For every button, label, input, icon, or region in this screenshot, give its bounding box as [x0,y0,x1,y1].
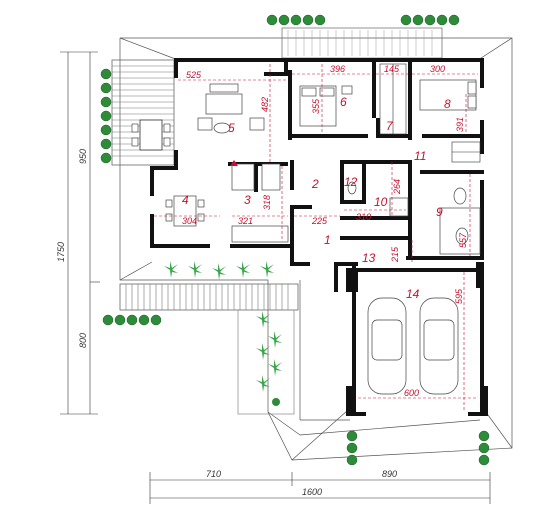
left-deck [111,59,175,166]
bottom-deck [119,283,299,415]
room-9-label: 9 [436,205,443,219]
dim-890: 890 [382,469,397,479]
dim-310: 310 [356,212,371,222]
top-terrace [281,27,443,59]
room-5-label: 5 [228,121,235,135]
room-14-label: 14 [406,287,420,301]
dim-710: 710 [206,469,221,479]
dim-482: 482 [260,97,270,112]
dim-355: 355 [311,98,321,114]
room-3-label: 3 [244,193,251,207]
shrubs [100,14,490,466]
outer-dimension-labels: 1750 950 800 710 890 1600 [56,149,397,497]
dim-595: 595 [454,288,464,304]
room-13-label: 13 [362,251,376,265]
room-8-label: 8 [444,97,451,111]
palm-plants [164,261,282,406]
room-1-label: 1 [324,233,331,247]
room-11-label: 11 [414,149,426,163]
driveway [299,280,350,421]
room-6-label: 6 [340,95,347,109]
room-10-label: 10 [374,195,388,209]
dim-304: 304 [182,216,197,226]
dim-600: 600 [404,388,419,398]
outer-dimension-lines [60,51,491,504]
dim-300: 300 [430,64,445,74]
dim-800: 800 [78,333,88,348]
furniture [165,79,481,395]
dim-1600: 1600 [302,487,322,497]
roof-outline [119,37,513,461]
room-12-label: 12 [344,175,358,189]
room-dimension-labels: 525 482 396 145 300 355 391 304 321 318 … [182,64,468,398]
room-2-label: 2 [311,177,319,191]
dim-391: 391 [455,117,465,132]
dim-525: 525 [186,70,202,80]
dim-225: 225 [311,216,328,226]
dim-215: 215 [390,246,400,263]
dim-1750: 1750 [56,242,66,262]
room-4-label: 4 [182,193,189,207]
walls [150,58,488,416]
deck-table [139,119,163,151]
dim-321: 321 [238,216,253,226]
wardrobes [379,63,481,163]
dim-318: 318 [262,195,272,210]
dim-264: 264 [392,179,402,195]
dim-950: 950 [78,149,88,164]
room-7-label: 7 [386,119,394,133]
dim-396: 396 [330,64,345,74]
dim-145: 145 [384,64,400,74]
room-labels: 1 2 3 4 5 6 7 8 9 10 11 12 13 14 [182,95,451,301]
dim-557: 557 [458,232,468,248]
fireplace-icon [230,160,238,166]
room-dimension-lines [154,64,478,410]
